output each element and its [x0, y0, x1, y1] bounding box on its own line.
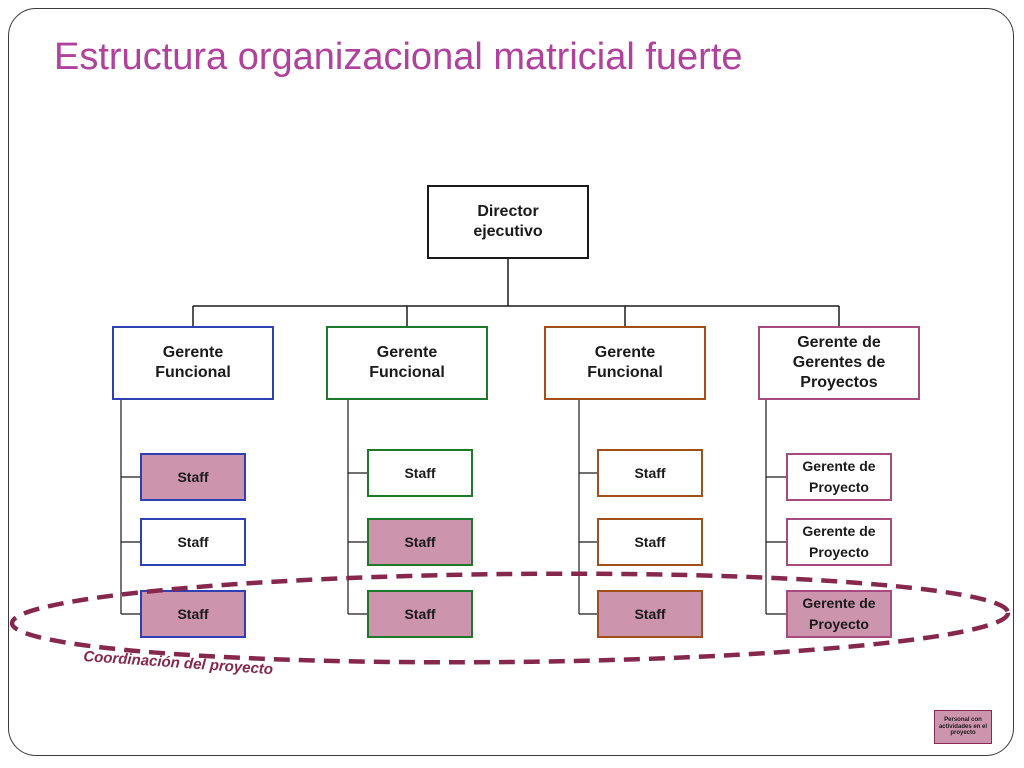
slide-title: Estructura organizacional matricial fuer… — [54, 36, 743, 78]
manager-label-line1: Gerente de — [797, 334, 881, 351]
staff-box-project: Staff — [140, 453, 246, 501]
staff-box: Staff — [597, 518, 703, 566]
project-manager-box: Gerente de Proyecto — [786, 453, 892, 501]
staff-box-project: Staff — [597, 590, 703, 638]
staff-box: Staff — [597, 449, 703, 497]
legend-line3: actividades — [938, 723, 972, 730]
functional-manager-box: Gerente Funcional — [112, 326, 274, 400]
staff-label: Staff — [177, 606, 209, 622]
project-manager-box: Gerente de Proyecto — [786, 518, 892, 566]
staff-box: Staff — [140, 518, 246, 566]
project-manager-line2: Proyecto — [809, 616, 869, 632]
staff-label: Staff — [404, 465, 436, 481]
legend-box: Personal con actividades en el proyecto — [934, 710, 992, 744]
project-manager-line1: Gerente de — [802, 523, 876, 539]
manager-label-line1: Gerente — [162, 344, 224, 361]
legend-line2: con — [971, 717, 982, 724]
manager-label-line1: Gerente — [376, 344, 438, 361]
staff-box-project: Staff — [367, 518, 473, 566]
project-managers-manager-box: Gerente de Gerentes de Proyectos — [758, 326, 920, 400]
manager-label-line2: Gerentes de — [792, 354, 886, 371]
staff-box-project: Staff — [140, 590, 246, 638]
manager-label-line2: Funcional — [369, 364, 445, 381]
manager-label-line3: Proyectos — [800, 374, 878, 391]
functional-manager-box: Gerente Funcional — [326, 326, 488, 400]
staff-label: Staff — [404, 534, 436, 550]
director-box: Director ejecutivo — [427, 185, 589, 259]
manager-label-line1: Gerente — [594, 344, 656, 361]
staff-box-project: Staff — [367, 590, 473, 638]
director-line1: Director — [477, 203, 539, 220]
project-manager-line1: Gerente de — [802, 595, 876, 611]
staff-label: Staff — [634, 465, 666, 481]
legend-line1: Personal — [944, 717, 970, 724]
functional-manager-box: Gerente Funcional — [544, 326, 706, 400]
staff-label: Staff — [177, 469, 209, 485]
manager-label-line2: Funcional — [587, 364, 663, 381]
project-manager-box-project: Gerente de Proyecto — [786, 590, 892, 638]
director-line2: ejecutivo — [473, 223, 543, 240]
staff-label: Staff — [177, 534, 209, 550]
legend-line5: proyecto — [950, 730, 976, 737]
staff-label: Staff — [634, 534, 666, 550]
legend-line4: en el — [973, 723, 988, 730]
project-manager-line2: Proyecto — [809, 544, 869, 560]
project-manager-line2: Proyecto — [809, 479, 869, 495]
staff-box: Staff — [367, 449, 473, 497]
staff-label: Staff — [404, 606, 436, 622]
project-manager-line1: Gerente de — [802, 458, 876, 474]
staff-label: Staff — [634, 606, 666, 622]
manager-label-line2: Funcional — [155, 364, 231, 381]
